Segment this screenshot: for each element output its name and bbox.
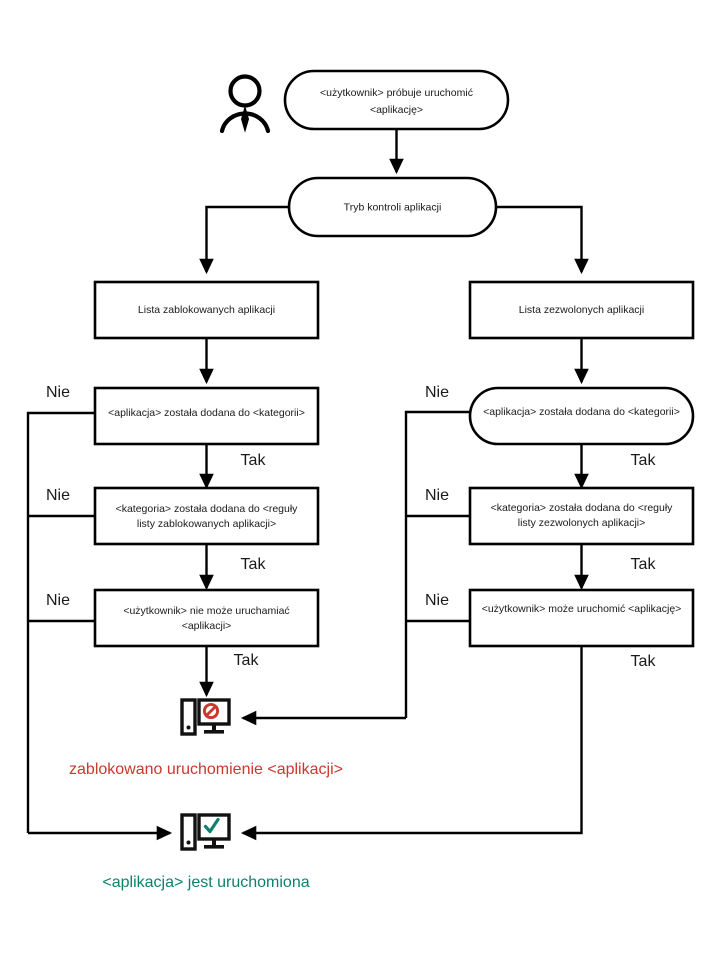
node-right-q3: <użytkownik> może uruchomić <aplikację>: [468, 588, 695, 648]
node-left-q2-line2: listy zablokowanych aplikacji>: [137, 518, 276, 530]
label-left-yes-1: Tak: [241, 452, 267, 469]
monitor-check-icon: [180, 813, 231, 851]
edge-mode-to-right-list: [496, 205, 589, 275]
label-right-no-1: Nie: [425, 384, 449, 401]
node-left-q3: <użytkownik> nie może uruchamiać <aplika…: [93, 588, 320, 648]
node-right-q2-line1: <kategoria> została dodana do <reguły: [491, 502, 674, 514]
node-right-q3-label: <użytkownik> może uruchomić <aplikację>: [482, 603, 682, 615]
blocked-result-label: zablokowano uruchomienie <aplikacji>: [69, 761, 343, 778]
node-left-q1: <aplikacja> została dodana do <kategorii…: [93, 386, 320, 446]
person-icon: [219, 74, 271, 134]
node-left-q3-line1: <użytkownik> nie może uruchamiać: [123, 605, 289, 617]
node-right-q2-line2: listy zezwolonych aplikacji>: [518, 517, 646, 529]
label-left-no-1: Nie: [46, 384, 70, 401]
node-start: <użytkownik> próbuje uruchomić <aplikacj…: [283, 69, 510, 131]
label-right-no-3: Nie: [425, 592, 449, 609]
node-left-q3-line2: <aplikacji>: [182, 620, 232, 632]
label-right-yes-3: Tak: [631, 653, 657, 670]
node-right-list: Lista zezwolonych aplikacji: [468, 280, 695, 340]
node-start-line1: <użytkownik> próbuje uruchomić: [320, 87, 473, 99]
node-left-list-label: Lista zablokowanych aplikacji: [138, 304, 275, 316]
label-left-no-3: Nie: [46, 592, 70, 609]
node-start-line2: <aplikację>: [370, 104, 423, 116]
edge-left-q1-no: [26, 411, 95, 833]
edge-right-q3-yes: [240, 646, 583, 841]
node-right-q1-label: <aplikacja> została dodana do <kategorii…: [483, 406, 680, 418]
node-left-q2-line1: <kategoria> została dodana do <reguły: [116, 503, 299, 515]
node-right-q2: <kategoria> została dodana do <reguły li…: [468, 486, 695, 546]
label-left-yes-2: Tak: [241, 556, 267, 573]
node-right-q1: <aplikacja> została dodana do <kategorii…: [468, 386, 695, 446]
node-left-q2: <kategoria> została dodana do <reguły li…: [93, 486, 320, 546]
allowed-result-label: <aplikacja> jest uruchomiona: [102, 874, 309, 891]
node-left-list: Lista zablokowanych aplikacji: [93, 280, 320, 340]
node-mode-label: Tryb kontroli aplikacji: [344, 201, 442, 213]
node-left-q1-label: <aplikacja> została dodana do <kategorii…: [108, 407, 305, 419]
monitor-blocked-icon: [180, 698, 231, 736]
edge-right-q1-no: [404, 410, 470, 718]
label-left-yes-3: Tak: [234, 652, 260, 669]
edge-mode-to-left-list: [199, 205, 289, 275]
node-right-list-label: Lista zezwolonych aplikacji: [519, 304, 644, 316]
label-right-no-2: Nie: [425, 487, 449, 504]
label-right-yes-2: Tak: [631, 556, 657, 573]
label-right-yes-1: Tak: [631, 452, 657, 469]
label-left-no-2: Nie: [46, 487, 70, 504]
node-mode: Tryb kontroli aplikacji: [287, 176, 498, 238]
